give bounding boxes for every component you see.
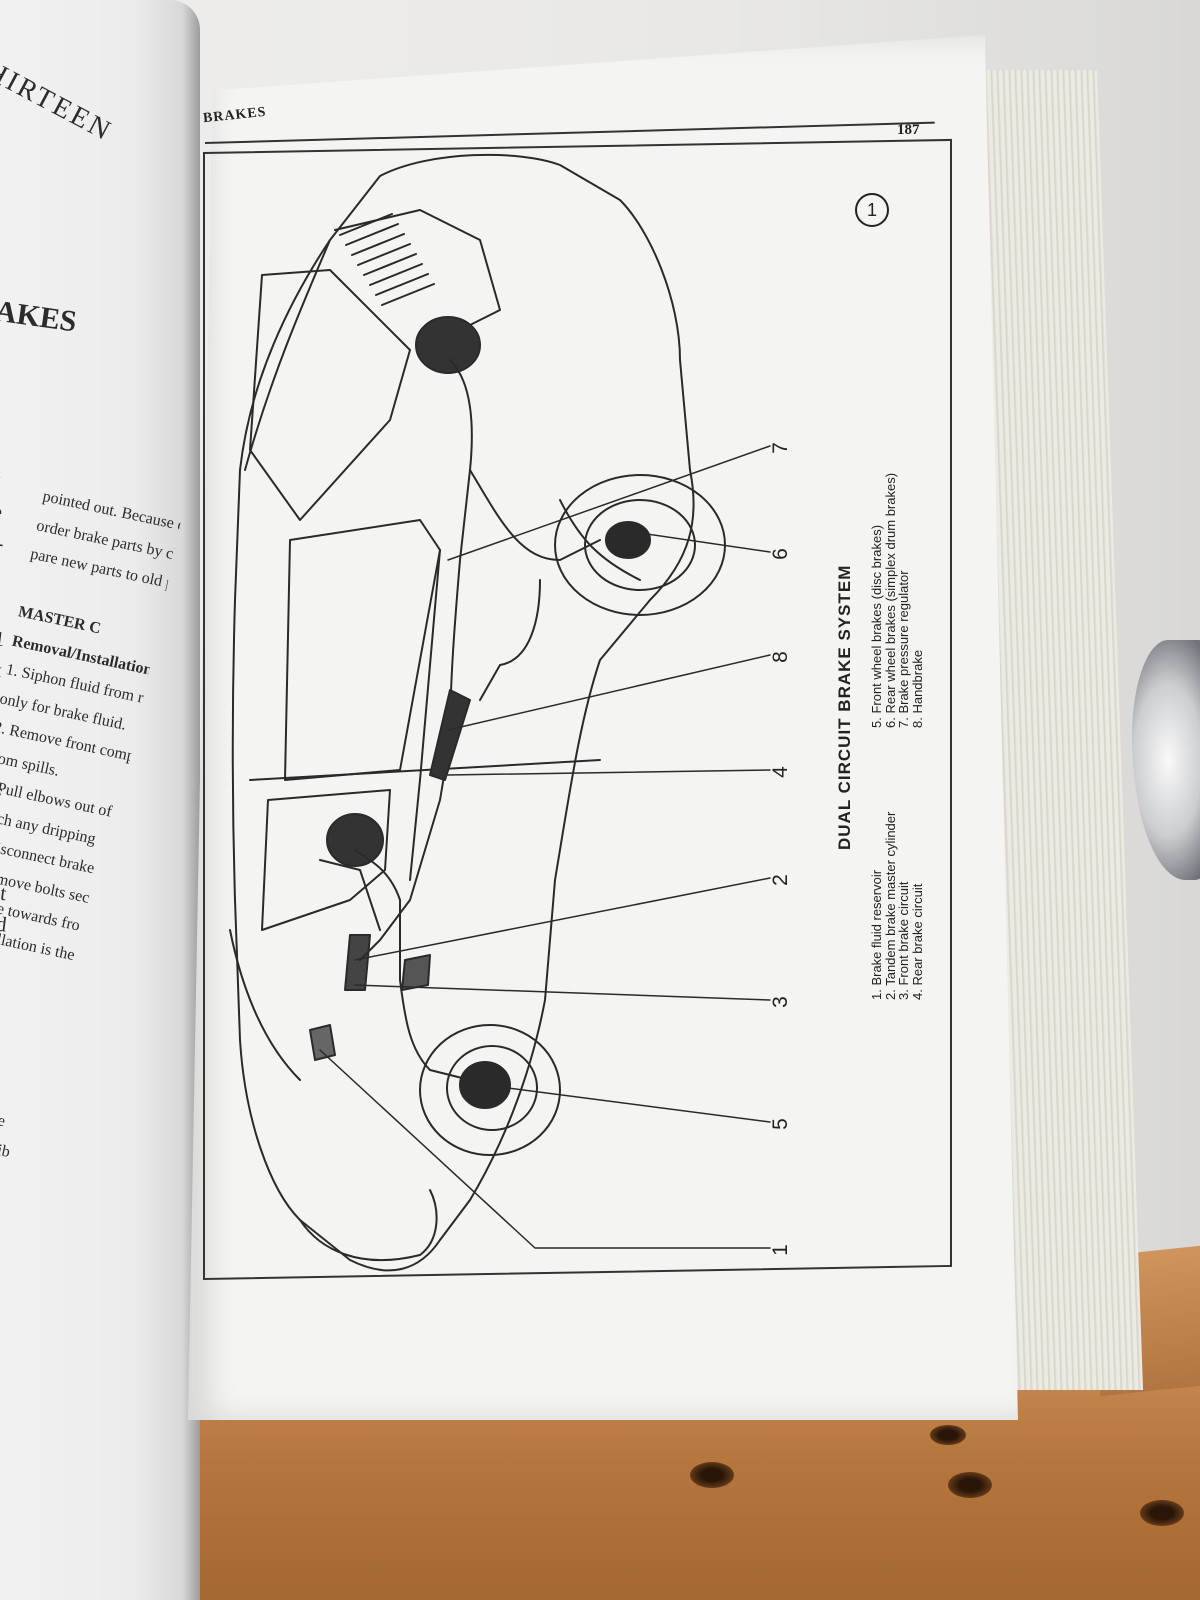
legend-item: 1. Brake fluid reservoir (869, 869, 884, 1000)
callout-2: 2 (768, 874, 792, 886)
left-page: HIRTEEN AKES llyuseper-ates ires 1ndente… (0, 0, 200, 1600)
stand-hole (948, 1472, 992, 1498)
front-left-disc (326, 813, 384, 867)
stand-hole (930, 1425, 966, 1445)
master-cylinder (344, 934, 371, 991)
stand-hole (690, 1462, 734, 1488)
legend-item: 3. Front brake circuit (896, 881, 911, 1001)
legend-item: 5. Front wheel brakes (disc brakes) (869, 524, 884, 728)
callout-5: 5 (768, 1118, 792, 1130)
callout-7: 7 (768, 442, 792, 454)
callout-1: 1 (768, 1244, 792, 1256)
right-page (188, 35, 1018, 1420)
legend-item: 8. Handbrake (909, 649, 925, 728)
handbrake (429, 689, 471, 781)
legend-title: DUAL CIRCUIT BRAKE SYSTEM (835, 564, 854, 850)
legend-items-left: 1. Brake fluid reservoir 2. Tandem brake… (869, 811, 925, 1001)
windshield (261, 789, 391, 931)
figure-legend: DUAL CIRCUIT BRAKE SYSTEM 1. Brake fluid… (830, 473, 1000, 1001)
figure-number-badge: 1 (855, 193, 889, 227)
callout-3: 3 (768, 996, 792, 1008)
fluid-reservoir (309, 1024, 336, 1061)
rear-window (249, 269, 411, 521)
legend-item: 4. Rear brake circuit (909, 883, 925, 1000)
stand-hole (1140, 1500, 1184, 1526)
brake-line-rear (359, 359, 473, 961)
brake-line-front (354, 849, 471, 1081)
legend-item: 2. Tandem brake master cylinder (882, 811, 898, 1000)
figure-number: 1 (866, 200, 877, 220)
front-bumper (299, 1189, 438, 1262)
side-window (284, 519, 441, 781)
callout-6: 6 (768, 548, 792, 560)
callout-8: 8 (768, 651, 792, 663)
page-number: 187 (897, 122, 920, 138)
leader-lines (319, 445, 771, 1249)
car-body-outline (231, 153, 695, 1272)
engine-grille (339, 213, 435, 306)
legend-item: 7. Brake pressure regulator (896, 570, 911, 728)
legend-item: 6. Rear wheel brakes (simplex drum brake… (882, 472, 898, 728)
legend-items-right: 5. Front wheel brakes (disc brakes) 6. R… (869, 472, 925, 728)
rear-left-drum (415, 316, 481, 374)
callout-4: 4 (768, 766, 792, 778)
front-wheel (419, 1024, 561, 1156)
